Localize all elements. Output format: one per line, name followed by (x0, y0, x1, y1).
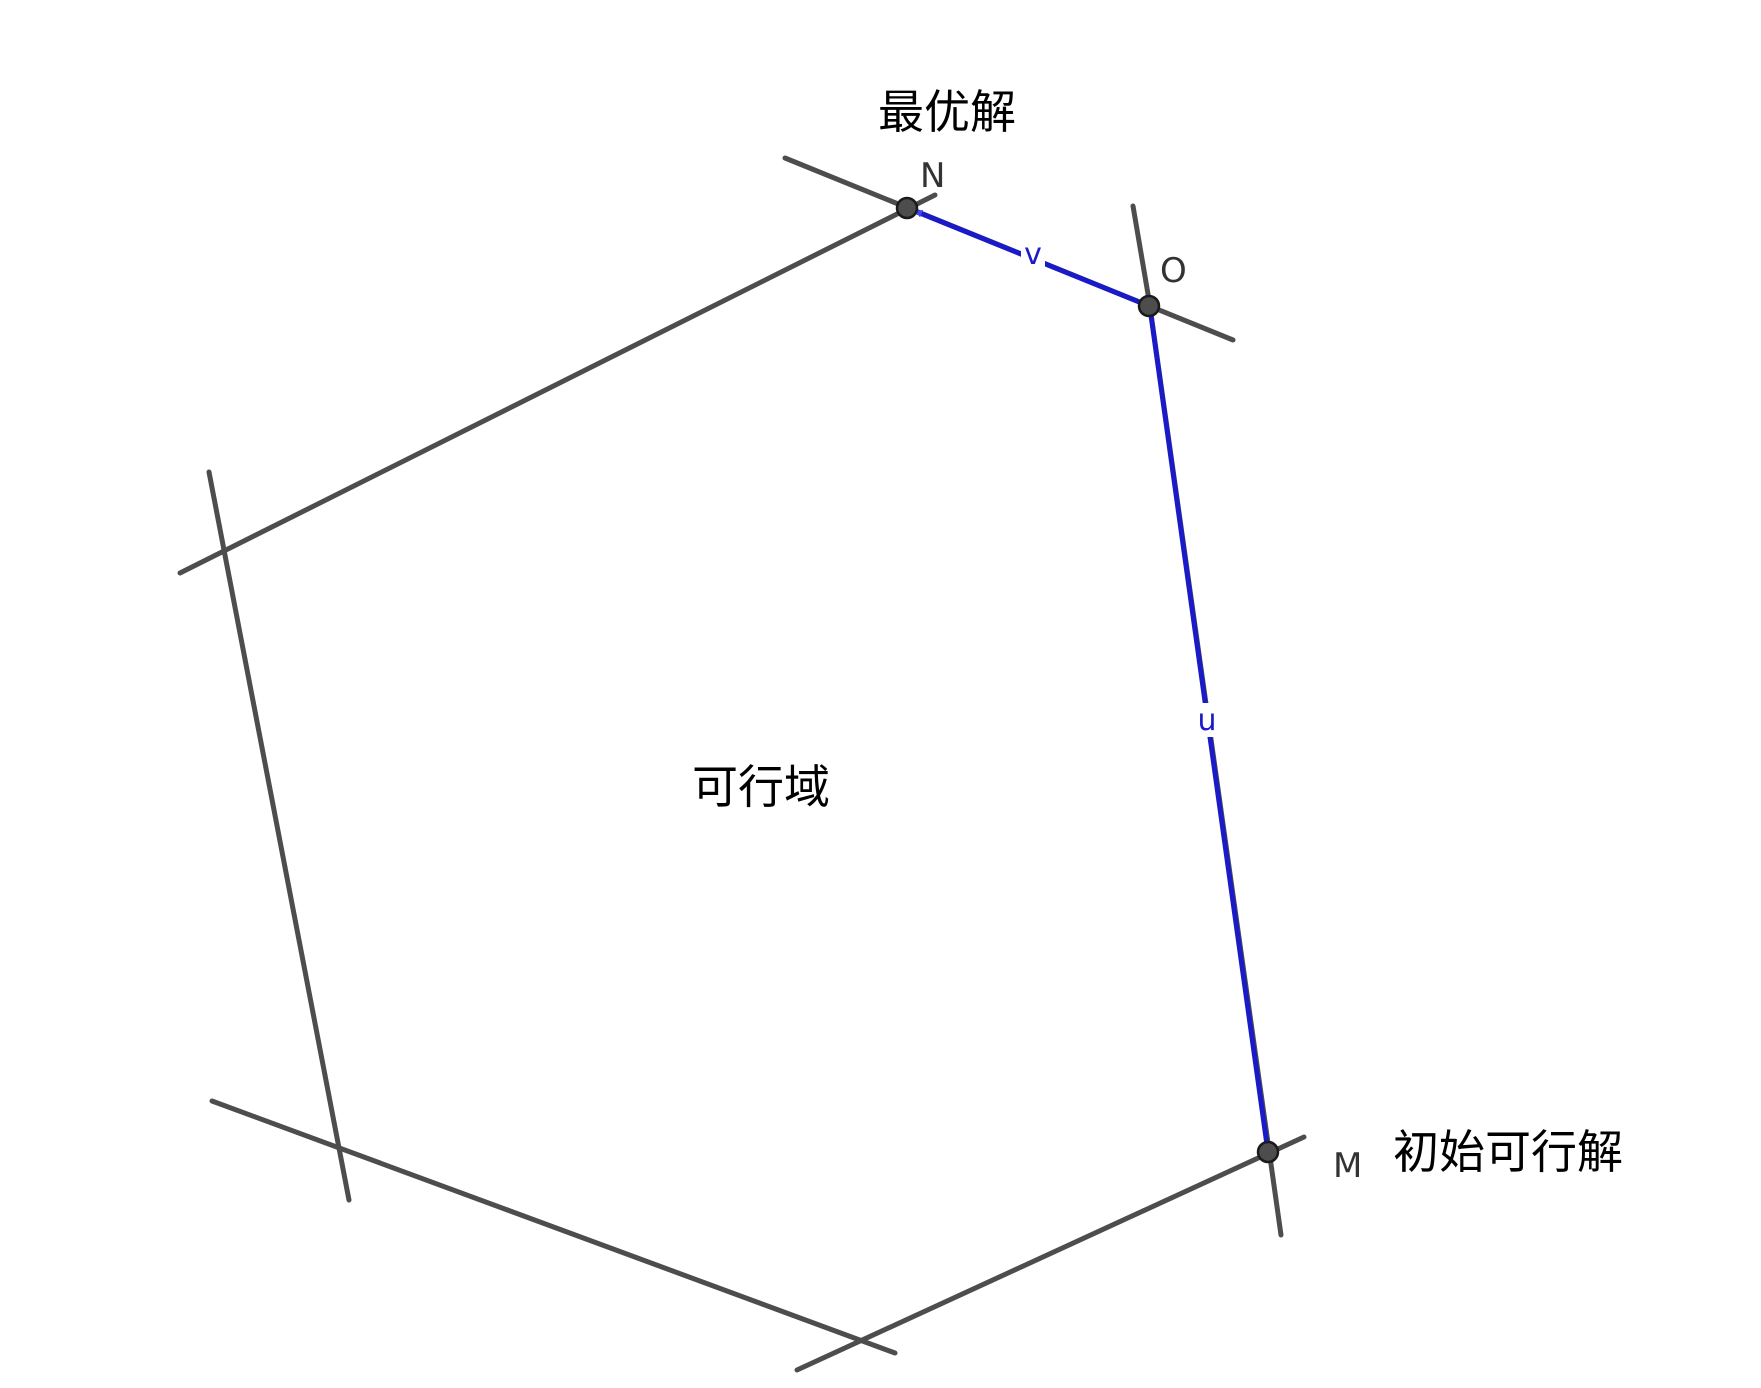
constraint-line-top-left (177, 192, 938, 576)
vector-u-label: u (1197, 703, 1216, 738)
vector-v-label: v (1024, 237, 1042, 272)
point-M (1256, 1140, 1280, 1164)
vectors (914, 208, 1271, 1153)
optimal-solution-label: 最优解 (878, 85, 1016, 139)
point-O (1137, 294, 1161, 318)
vector-labels: u v (1021, 237, 1218, 738)
point-O-label: O (1160, 251, 1187, 291)
constraint-line-bottom-right (794, 1134, 1307, 1373)
constraint-line-right-top (1130, 203, 1152, 303)
point-N (895, 196, 919, 220)
initial-feasible-solution-label: 初始可行解 (1393, 1125, 1623, 1179)
points (895, 196, 1280, 1164)
annotations: 最优解 可行域 初始可行解 (692, 85, 1623, 1179)
constraint-line-bottom-left (209, 1098, 898, 1356)
vector-u-label-bg (1196, 703, 1218, 737)
point-labels: N O M (920, 156, 1362, 1186)
constraint-line-left (206, 469, 352, 1203)
point-M-label: M (1333, 1146, 1362, 1186)
feasible-region-label: 可行域 (692, 760, 830, 814)
point-N-label: N (920, 156, 945, 196)
vector-v-label-bg (1021, 239, 1045, 269)
